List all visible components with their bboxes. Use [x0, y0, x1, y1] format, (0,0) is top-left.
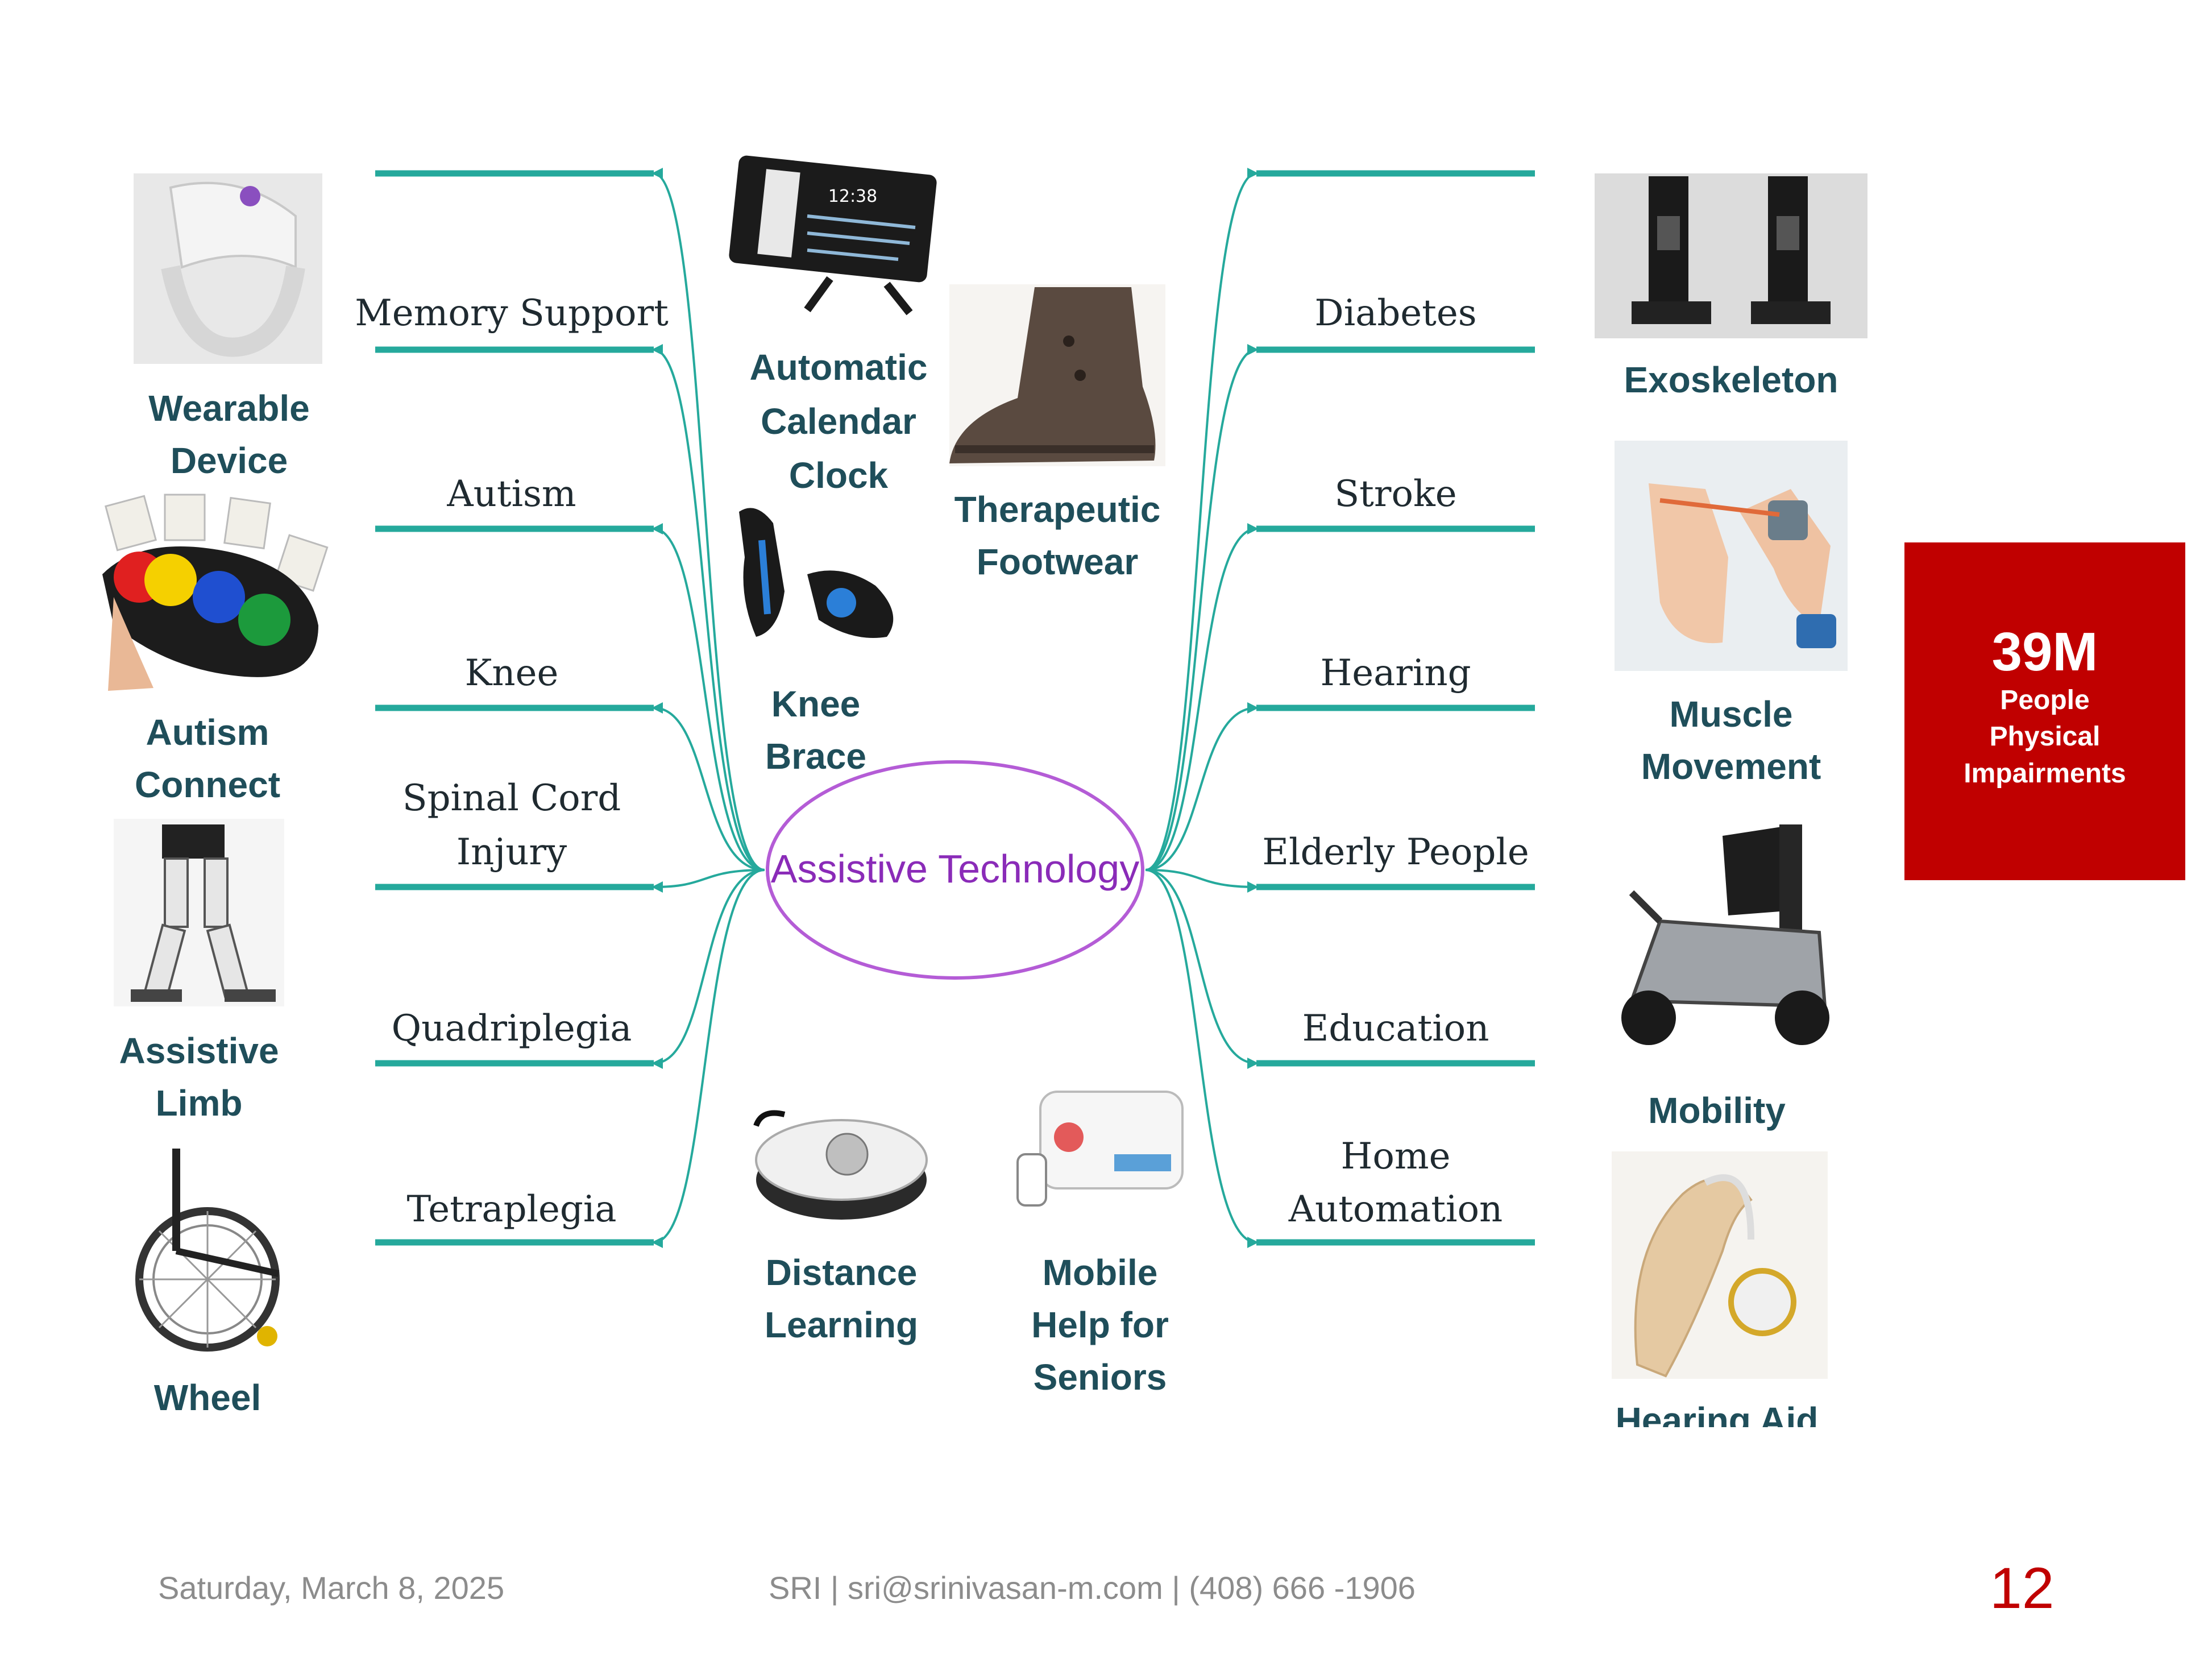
caption-mobile-help-3: Seniors — [1034, 1357, 1167, 1398]
caption-footwear-2: Footwear — [977, 541, 1138, 582]
caption-wearable-1: Wearable — [148, 388, 309, 429]
branch-label-stroke: Stroke — [1334, 473, 1456, 515]
caption-distance-learning-1: Distance — [766, 1252, 918, 1293]
caption-muscle-movement-2: Movement — [1641, 746, 1821, 787]
panel-clip — [1535, 1427, 1933, 1495]
calendar-clock-image: 12:38 — [729, 155, 937, 316]
left-branch-labels: Memory Support Autism Knee Spinal Cord I… — [355, 292, 669, 1230]
stat-line-1: People — [2000, 685, 2090, 715]
wheelchair-image — [135, 1149, 280, 1352]
right-branch-curve-6 — [1145, 869, 1259, 1248]
right-branch-curve-4 — [1145, 869, 1259, 893]
branch-label-spinal-cord-1: Spinal Cord — [402, 777, 621, 819]
caption-wearable-2: Device — [171, 440, 288, 481]
mobile-help-image — [1016, 1091, 1184, 1207]
caption-calendar-clock-2: Calendar — [761, 401, 916, 442]
caption-footwear-1: Therapeutic — [954, 489, 1161, 530]
caption-autism-connect-2: Connect — [135, 764, 280, 805]
clock-screen-time: 12:38 — [828, 186, 877, 206]
branch-label-spinal-cord-2: Injury — [456, 831, 567, 873]
right-branch-labels: Diabetes Stroke Hearing Elderly People E… — [1262, 292, 1529, 1230]
branch-label-education: Education — [1302, 1008, 1489, 1050]
stat-box: 39M People Physical Impairments — [1904, 542, 2185, 880]
caption-calendar-clock-3: Clock — [789, 455, 889, 496]
stat-line-3: Impairments — [1964, 759, 2126, 789]
caption-mobile-help-2: Help for — [1031, 1304, 1169, 1345]
footer-contact: SRI | sri@srinivasan-m.com | (408) 666 -… — [769, 1570, 1416, 1606]
right-branch-curve-1 — [1145, 344, 1259, 871]
left-branch-curve-3 — [651, 702, 765, 871]
branch-label-home-automation-1: Home — [1341, 1135, 1451, 1178]
branch-label-autism: Autism — [446, 473, 576, 515]
caption-wheel: Wheel — [154, 1377, 261, 1418]
branch-label-memory-support: Memory Support — [355, 292, 669, 334]
left-branch-curve-2 — [651, 523, 765, 871]
therapeutic-footwear-image — [949, 284, 1165, 466]
branch-label-elderly-people: Elderly People — [1262, 831, 1529, 873]
hearing-aid-image — [1612, 1151, 1828, 1379]
caption-exoskeleton: Exoskeleton — [1624, 359, 1838, 400]
branch-label-diabetes: Diabetes — [1314, 292, 1476, 334]
branch-lines — [375, 168, 1535, 1248]
footer-date: Saturday, March 8, 2025 — [158, 1570, 505, 1606]
assistive-limb-image — [114, 819, 284, 1006]
caption-mobility: Mobility — [1648, 1090, 1786, 1131]
muscle-movement-image — [1615, 441, 1848, 671]
caption-distance-learning-2: Learning — [765, 1304, 918, 1345]
branch-label-knee: Knee — [465, 652, 559, 694]
autism-connect-image — [102, 494, 329, 691]
caption-autism-connect-1: Autism — [146, 712, 269, 753]
caption-assistive-limb-2: Limb — [156, 1083, 243, 1124]
branch-label-quadriplegia: Quadriplegia — [392, 1008, 632, 1050]
caption-calendar-clock-1: Automatic — [750, 347, 928, 388]
center-label: Assistive Technology — [771, 847, 1140, 891]
caption-assistive-limb-1: Assistive — [119, 1030, 279, 1071]
right-branch-curve-2 — [1145, 523, 1259, 871]
right-branch-curve-0 — [1145, 168, 1259, 871]
left-branch-curve-5 — [651, 869, 765, 1069]
left-branch-curve-4 — [651, 869, 765, 893]
page-number: 12 — [1990, 1556, 2055, 1620]
caption-mobile-help-1: Mobile — [1043, 1252, 1158, 1293]
caption-knee-brace-2: Brace — [765, 736, 866, 777]
knee-brace-image — [739, 508, 894, 638]
right-branch-curve-5 — [1145, 869, 1259, 1069]
mobility-scooter-image — [1621, 824, 1829, 1045]
left-branch-curve-6 — [651, 869, 765, 1248]
caption-knee-brace-1: Knee — [771, 683, 861, 724]
center-ellipse — [766, 760, 1144, 980]
branch-label-hearing: Hearing — [1320, 652, 1471, 694]
stat-value: 39M — [1991, 621, 2098, 682]
branch-label-tetraplegia: Tetraplegia — [407, 1188, 617, 1230]
caption-muscle-movement-1: Muscle — [1670, 694, 1793, 735]
left-branch-curve-0 — [651, 168, 765, 871]
exoskeleton-image — [1595, 173, 1867, 338]
right-branch-curve-3 — [1145, 702, 1259, 871]
distance-learning-image — [753, 1110, 928, 1220]
stat-line-2: Physical — [1989, 722, 2101, 752]
left-branch-curve-1 — [651, 344, 765, 871]
branch-label-home-automation-2: Automation — [1288, 1188, 1503, 1230]
wearable-device-image — [134, 173, 322, 364]
